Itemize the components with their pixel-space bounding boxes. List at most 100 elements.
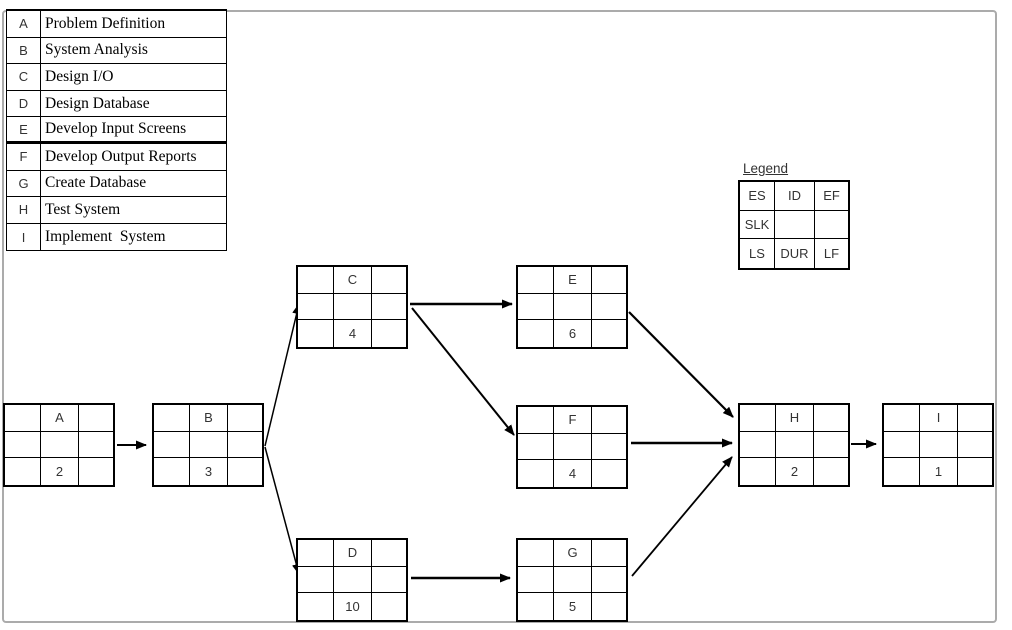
task-name-label-F: Develop Output Reports: [45, 147, 197, 165]
node-E-ls-cell: [518, 320, 554, 347]
node-F-dur-cell: 4: [554, 460, 592, 487]
node-G-es-cell: [518, 540, 554, 567]
node-E-ef-cell: [592, 267, 626, 294]
node-H-slk-cell: [740, 431, 776, 459]
node-D-dur-cell: 10: [334, 593, 372, 620]
node-I-es-cell: [884, 405, 920, 432]
node-I-slk-cell: [884, 431, 920, 459]
node-B-mid-right-cell: [228, 432, 262, 459]
node-G-lf-cell: [592, 593, 626, 620]
node-G-ef-cell: [592, 540, 626, 567]
node-E-lf-cell: [592, 320, 626, 347]
task-id-label-A: A: [7, 11, 41, 37]
node-A-id-cell: A: [41, 405, 79, 432]
node-D-es-cell: [298, 540, 334, 567]
task-name-label-C: Design I/O: [45, 67, 114, 85]
node-E-id-cell: E: [554, 267, 592, 294]
node-B-center-cell: [190, 431, 228, 459]
node-A-es-cell: [5, 405, 41, 432]
node-D-slk-cell: [298, 566, 334, 594]
node-C-id-cell: C: [334, 267, 372, 294]
node-D-mid-right-cell: [372, 567, 406, 594]
legend-ls-cell: LS: [740, 239, 775, 268]
legend-slk-cell: SLK: [740, 210, 775, 240]
node-G-center-cell: [554, 566, 592, 594]
node-F-lf-cell: [592, 460, 626, 487]
node-B-ls-cell: [154, 458, 190, 485]
node-C-dur-cell: 4: [334, 320, 372, 347]
task-id-label-E: E: [7, 117, 41, 141]
node-F-es-cell: [518, 407, 554, 434]
node-E-es-cell: [518, 267, 554, 294]
legend-id-cell: ID: [775, 182, 815, 211]
node-I-ls-cell: [884, 458, 920, 485]
node-F-center-cell: [554, 433, 592, 461]
task-id-label-B: B: [7, 37, 41, 64]
node-D: D 10: [296, 538, 408, 622]
legend-lf-cell: LF: [823, 246, 840, 262]
task-name-label-E: Develop Input Screens: [45, 120, 187, 138]
legend-es-cell: ES: [740, 182, 775, 211]
node-A-ls-cell: [5, 458, 41, 485]
task-id-label-C: C: [7, 64, 41, 90]
node-H-ls-cell: [740, 458, 776, 485]
node-C-center-cell: [334, 293, 372, 321]
node-I-mid-right-cell: [958, 432, 992, 459]
node-A-slk-cell: [5, 431, 41, 459]
node-D-id-cell: D: [334, 540, 372, 567]
node-G-ls-cell: [518, 593, 554, 620]
legend-dur-cell: DUR: [775, 239, 815, 268]
task-name-label-H: Test System: [45, 200, 121, 218]
node-I-id-cell: I: [920, 405, 958, 432]
task-name-label-D: Design Database: [45, 94, 150, 112]
node-A-dur-cell: 2: [41, 458, 79, 485]
node-D-ls-cell: [298, 593, 334, 620]
node-H-mid-right-cell: [814, 432, 848, 459]
node-B-es-cell: [154, 405, 190, 432]
node-A-lf-cell: [79, 458, 113, 485]
legend-blank-cell: [815, 211, 848, 240]
node-E-dur-cell: 6: [554, 320, 592, 347]
node-E-mid-right-cell: [592, 294, 626, 321]
legend-title: Legend: [743, 161, 789, 176]
node-D-lf-cell: [372, 593, 406, 620]
legend-blank-cell: [775, 210, 815, 240]
node-C-ls-cell: [298, 320, 334, 347]
node-G-mid-right-cell: [592, 567, 626, 594]
node-G-slk-cell: [518, 566, 554, 594]
node-H-dur-cell: 2: [776, 458, 814, 485]
node-D-ef-cell: [372, 540, 406, 567]
node-I-dur-cell: 1: [920, 458, 958, 485]
node-E-center-cell: [554, 293, 592, 321]
node-F-ef-cell: [592, 407, 626, 434]
node-H-center-cell: [776, 431, 814, 459]
node-F-id-cell: F: [554, 407, 592, 434]
node-H-lf-cell: [814, 458, 848, 485]
node-I-lf-cell: [958, 458, 992, 485]
node-C-slk-cell: [298, 293, 334, 321]
node-C-lf-cell: [372, 320, 406, 347]
node-D-center-cell: [334, 566, 372, 594]
node-C-es-cell: [298, 267, 334, 294]
node-C-ef-cell: [372, 267, 406, 294]
task-id-label-G: G: [7, 170, 41, 197]
node-F-mid-right-cell: [592, 434, 626, 461]
node-B-id-cell: B: [190, 405, 228, 432]
node-G-dur-cell: 5: [554, 593, 592, 620]
node-C-mid-right-cell: [372, 294, 406, 321]
